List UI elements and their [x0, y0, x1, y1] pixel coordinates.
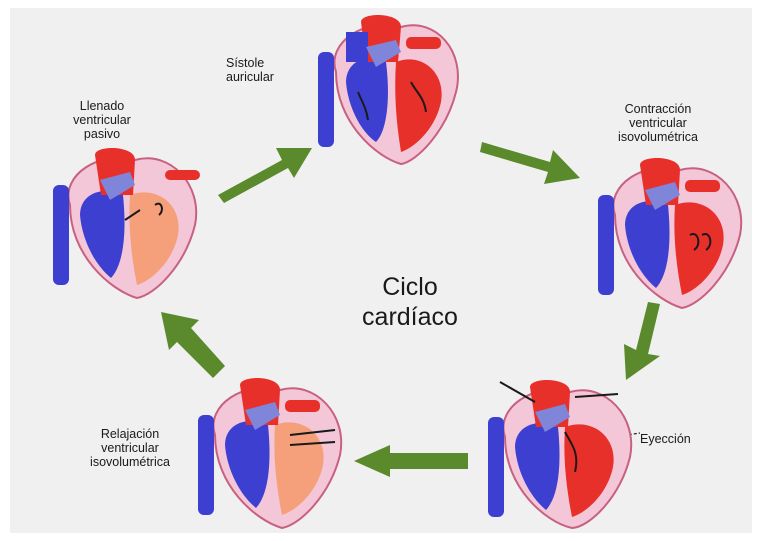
arrow-sistole-to-contraccion — [478, 130, 588, 188]
arrow-eyeccion-to-relajacion — [352, 445, 472, 477]
arrow-contraccion-to-eyeccion — [612, 300, 672, 385]
arrow-llenado-to-sistole — [210, 140, 320, 205]
arrow-relajacion-to-llenado — [145, 308, 225, 388]
label-llenado-ventricular: Llenado ventricular pasivo — [52, 99, 152, 141]
heart-sistole-auricular — [306, 12, 466, 167]
heart-contraccion-ventricular — [590, 150, 750, 310]
label-contraccion-ventricular: Contracción ventricular isovolumétrica — [598, 102, 718, 144]
heart-eyeccion — [480, 372, 640, 530]
title-line-1: Ciclo — [330, 272, 490, 302]
label-eyeccion: Eyección — [640, 432, 720, 446]
title-line-2: cardíaco — [330, 302, 490, 332]
diagram-title: Ciclo cardíaco — [330, 272, 490, 332]
heart-llenado-ventricular — [45, 140, 205, 300]
label-sistole-auricular: Sístole auricular — [226, 56, 306, 84]
heart-relajacion-ventricular — [190, 370, 350, 530]
label-relajacion-ventricular: Relajación ventricular isovolumétrica — [70, 427, 190, 469]
